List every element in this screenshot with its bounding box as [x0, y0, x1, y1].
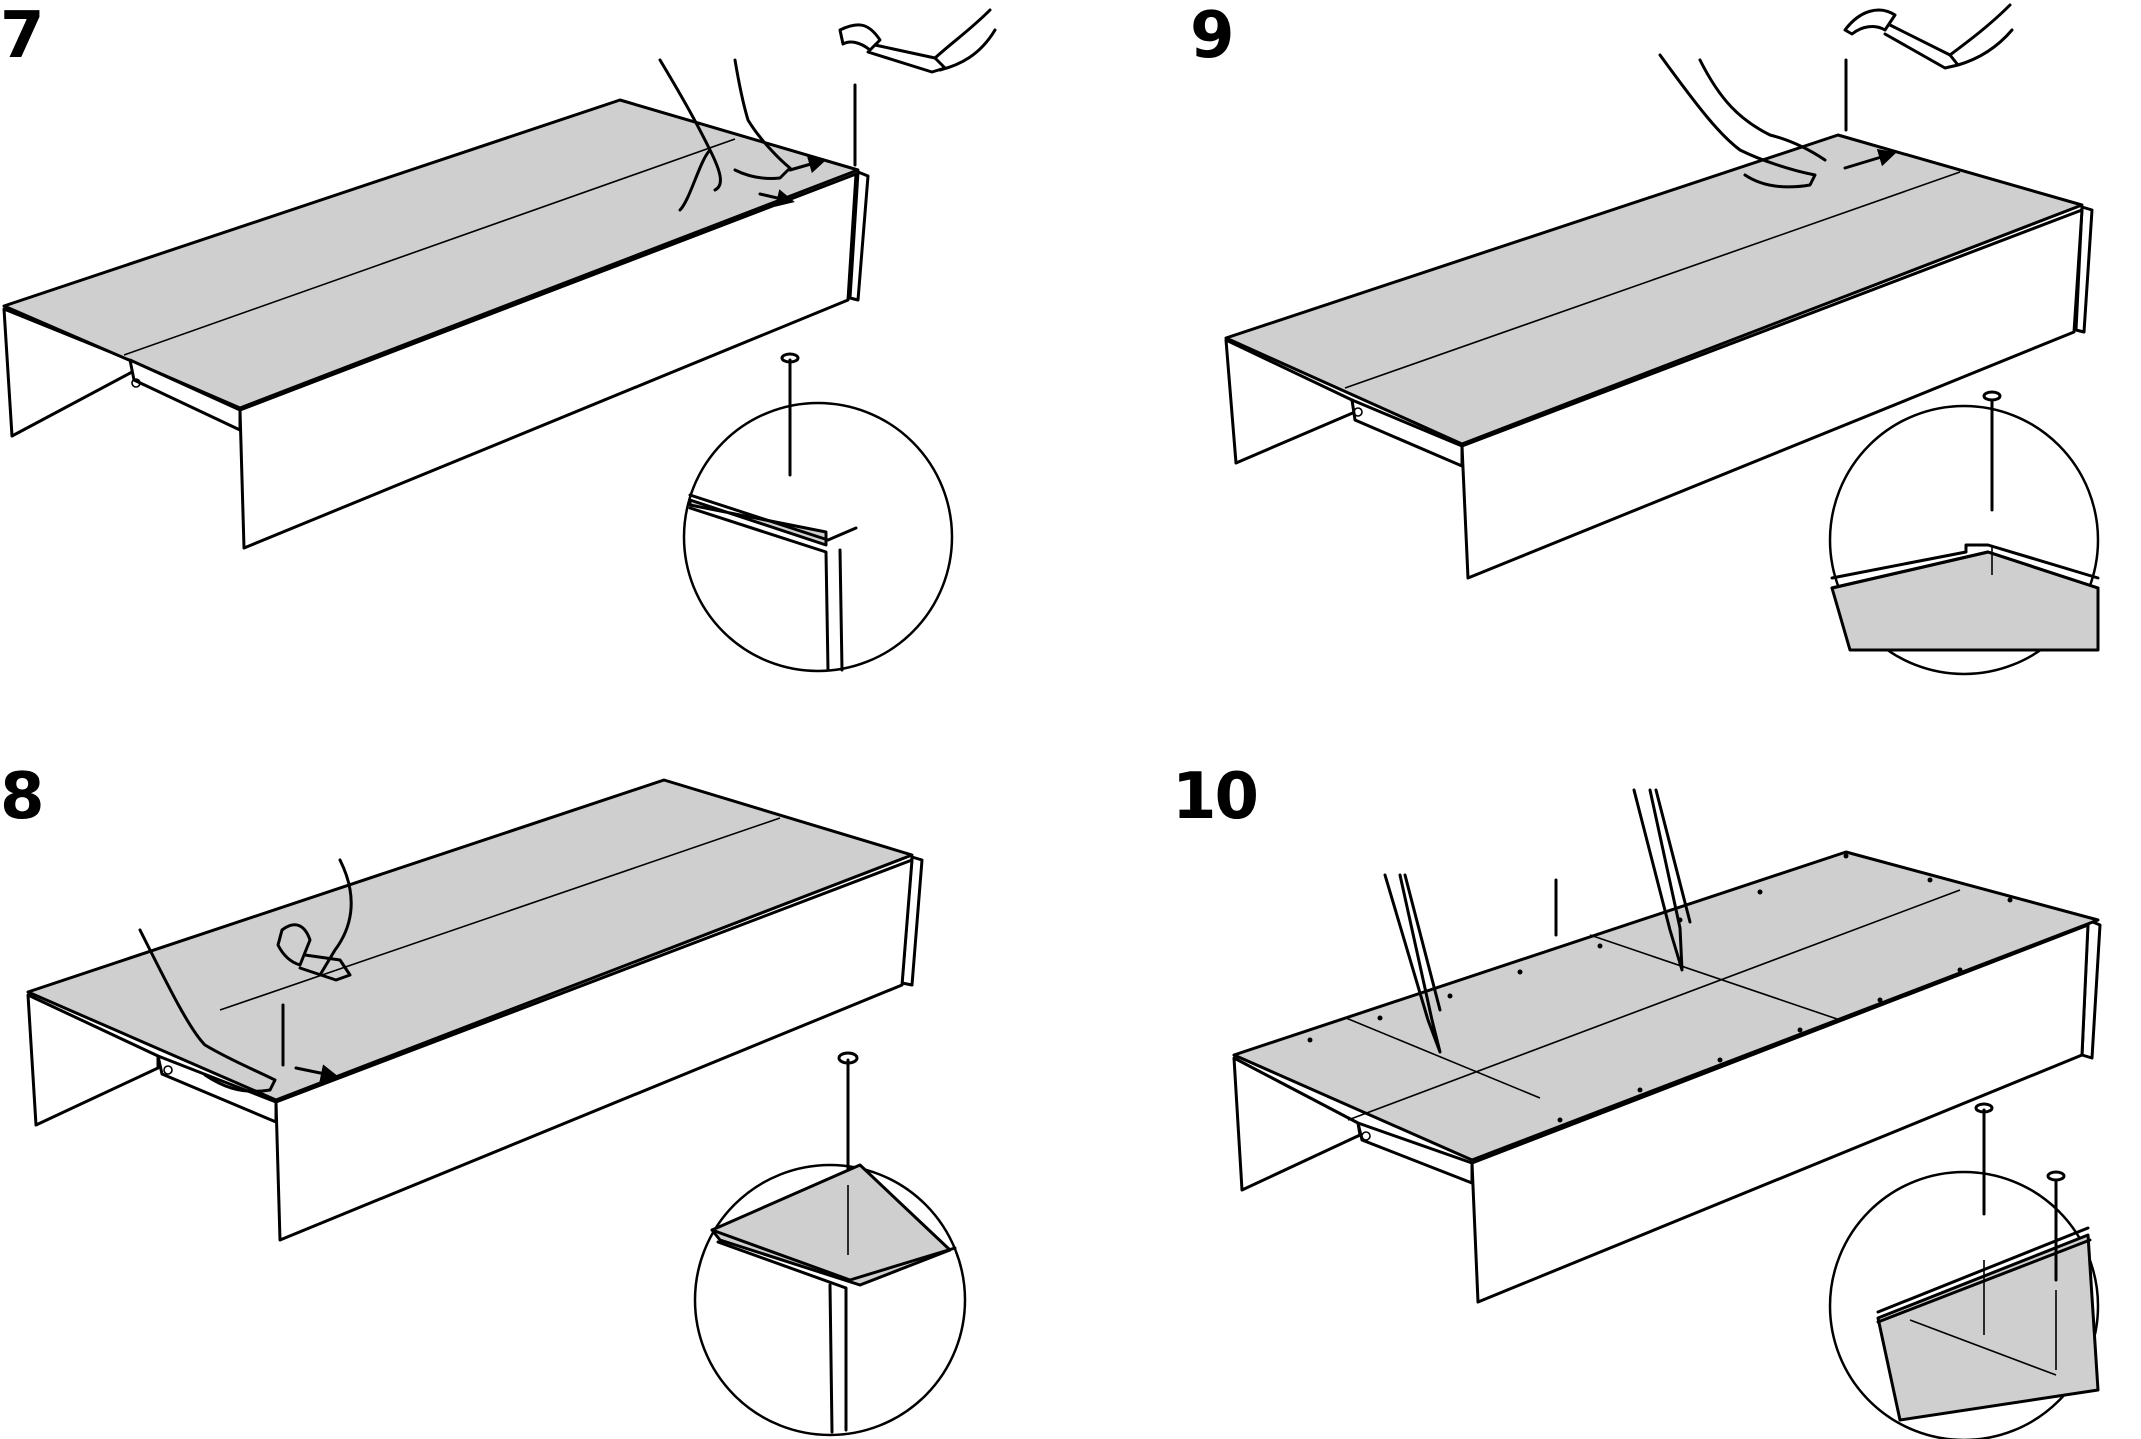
magnifier-detail — [684, 354, 952, 671]
step-10-illustration — [1234, 790, 2100, 1439]
magnifier-detail — [1830, 1104, 2098, 1439]
magnifier-detail — [1830, 392, 2098, 674]
step-9-illustration — [1226, 5, 2098, 674]
step-8-illustration — [28, 780, 965, 1435]
step-7-illustration — [4, 10, 995, 671]
hammer-icon — [840, 10, 995, 72]
magnifier-detail — [695, 1053, 965, 1435]
hammer-icon — [1845, 5, 2012, 68]
